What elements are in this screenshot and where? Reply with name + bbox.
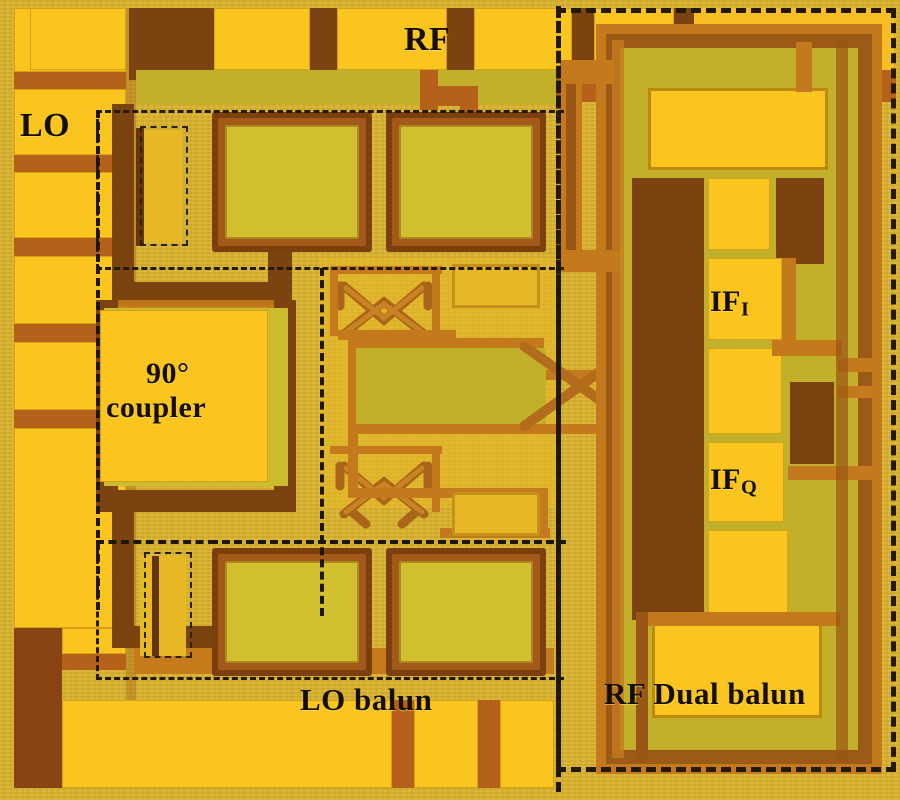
- coupler-frame-bottom: [96, 490, 296, 512]
- label-rf: RF: [404, 21, 451, 58]
- annotation-box-lo-stub-bottom: [144, 552, 192, 658]
- differential-trace: [348, 370, 358, 432]
- differential-trace: [348, 338, 358, 376]
- if-i-pad: [708, 258, 782, 340]
- annotation-box-lo-balun-bottom: [96, 540, 564, 680]
- rf-balun-spine: [632, 178, 704, 620]
- lo-balun-transformer: [212, 548, 372, 676]
- if-pad: [708, 530, 788, 616]
- pad-via: [392, 742, 414, 788]
- rf-balun-inner-edge: [612, 40, 624, 758]
- pad-separator-bar: [14, 72, 126, 89]
- rf-balun-bottom-trace: [640, 612, 840, 626]
- if-pad: [708, 178, 770, 250]
- pad-separator-bar: [310, 8, 337, 70]
- differential-trace: [348, 424, 358, 496]
- if-edge-trace: [838, 358, 882, 372]
- pad-separator-bar: [447, 8, 474, 70]
- bond-pad: [62, 700, 392, 788]
- coupler-body: [100, 310, 268, 482]
- core-trace: [432, 446, 440, 512]
- rf-balun-block: [776, 178, 824, 264]
- core-trace: [338, 330, 456, 340]
- bond-pad: [500, 700, 554, 788]
- top-bus: [136, 70, 556, 104]
- top-metal-block: [129, 8, 214, 80]
- core-capacitor: [452, 492, 540, 536]
- label-rf-dual-balun: RF Dual balun: [604, 676, 806, 711]
- annotation-box-lo-stub-top: [140, 126, 188, 246]
- bond-pad: [337, 8, 447, 70]
- label-lo: LO: [20, 107, 71, 144]
- lo-balun-transformer: [386, 112, 546, 252]
- label-lo-balun: LO balun: [300, 682, 433, 717]
- bond-pad: [14, 172, 126, 238]
- rf-balun-feed: [560, 250, 620, 272]
- core-trace: [432, 266, 440, 330]
- bond-pad: [30, 8, 126, 70]
- if-edge-trace: [788, 466, 878, 480]
- label-coupler-word: coupler: [106, 391, 207, 424]
- coupler-return-left: [112, 500, 134, 648]
- lo-balun-transformer: [212, 112, 372, 252]
- ground-bar: [14, 628, 62, 788]
- if-pad: [708, 348, 782, 434]
- lo-stub-pad: [140, 556, 186, 656]
- bond-pad: [214, 8, 310, 70]
- if-trace: [782, 258, 796, 344]
- pad-separator-bar: [62, 654, 126, 670]
- rf-balun-left-rail: [636, 612, 648, 762]
- annotation-guide-coupler-right: [320, 268, 324, 616]
- differential-trace: [348, 488, 548, 498]
- core-trace: [330, 446, 442, 454]
- if-edge-trace: [838, 386, 882, 398]
- label-if-i: IFI: [710, 286, 749, 321]
- annotation-guide-bottom-top2: [210, 540, 566, 544]
- coupler-feed-left: [112, 104, 134, 304]
- annotation-box-rf-dual-balun: [556, 8, 896, 772]
- lo-stub-pad: [140, 130, 182, 242]
- lo-stub-edge: [152, 556, 159, 656]
- annotation-guide-coupler-left: [96, 110, 100, 610]
- differential-trace: [348, 424, 598, 434]
- rf-edge-trace: [796, 42, 812, 92]
- lo-balun-transformer: [386, 548, 546, 676]
- differential-trace: [348, 338, 544, 348]
- rf-feed-stub: [420, 70, 438, 110]
- rf-balun-right-rail: [836, 40, 848, 762]
- label-coupler-degree: 90°: [146, 357, 190, 390]
- label-if-i-prefix: IF: [710, 285, 741, 318]
- if-q-pad: [708, 442, 784, 522]
- rf-balun-block: [790, 382, 834, 464]
- core-trace: [330, 266, 338, 336]
- pad-via: [478, 742, 500, 788]
- bond-pad: [474, 8, 572, 70]
- if-trace: [772, 340, 842, 356]
- label-if-q-subscript: Q: [741, 476, 758, 499]
- core-capacitor: [452, 264, 540, 308]
- differential-trace: [538, 488, 548, 532]
- bond-pad: [14, 89, 126, 155]
- bond-pad: [414, 700, 478, 788]
- annotation-guide-bottom-top: [96, 540, 216, 544]
- rf-balun-bottom-plate: [652, 622, 822, 718]
- label-if-i-subscript: I: [741, 298, 750, 321]
- core-trace: [330, 266, 442, 274]
- core-center-plate: [356, 348, 546, 424]
- label-if-q: IFQ: [710, 464, 757, 499]
- pad-separator-bar: [572, 8, 594, 70]
- rf-balun-top-plate: [648, 88, 828, 170]
- rf-balun-feed-shade: [566, 84, 576, 264]
- label-if-q-prefix: IF: [710, 463, 741, 496]
